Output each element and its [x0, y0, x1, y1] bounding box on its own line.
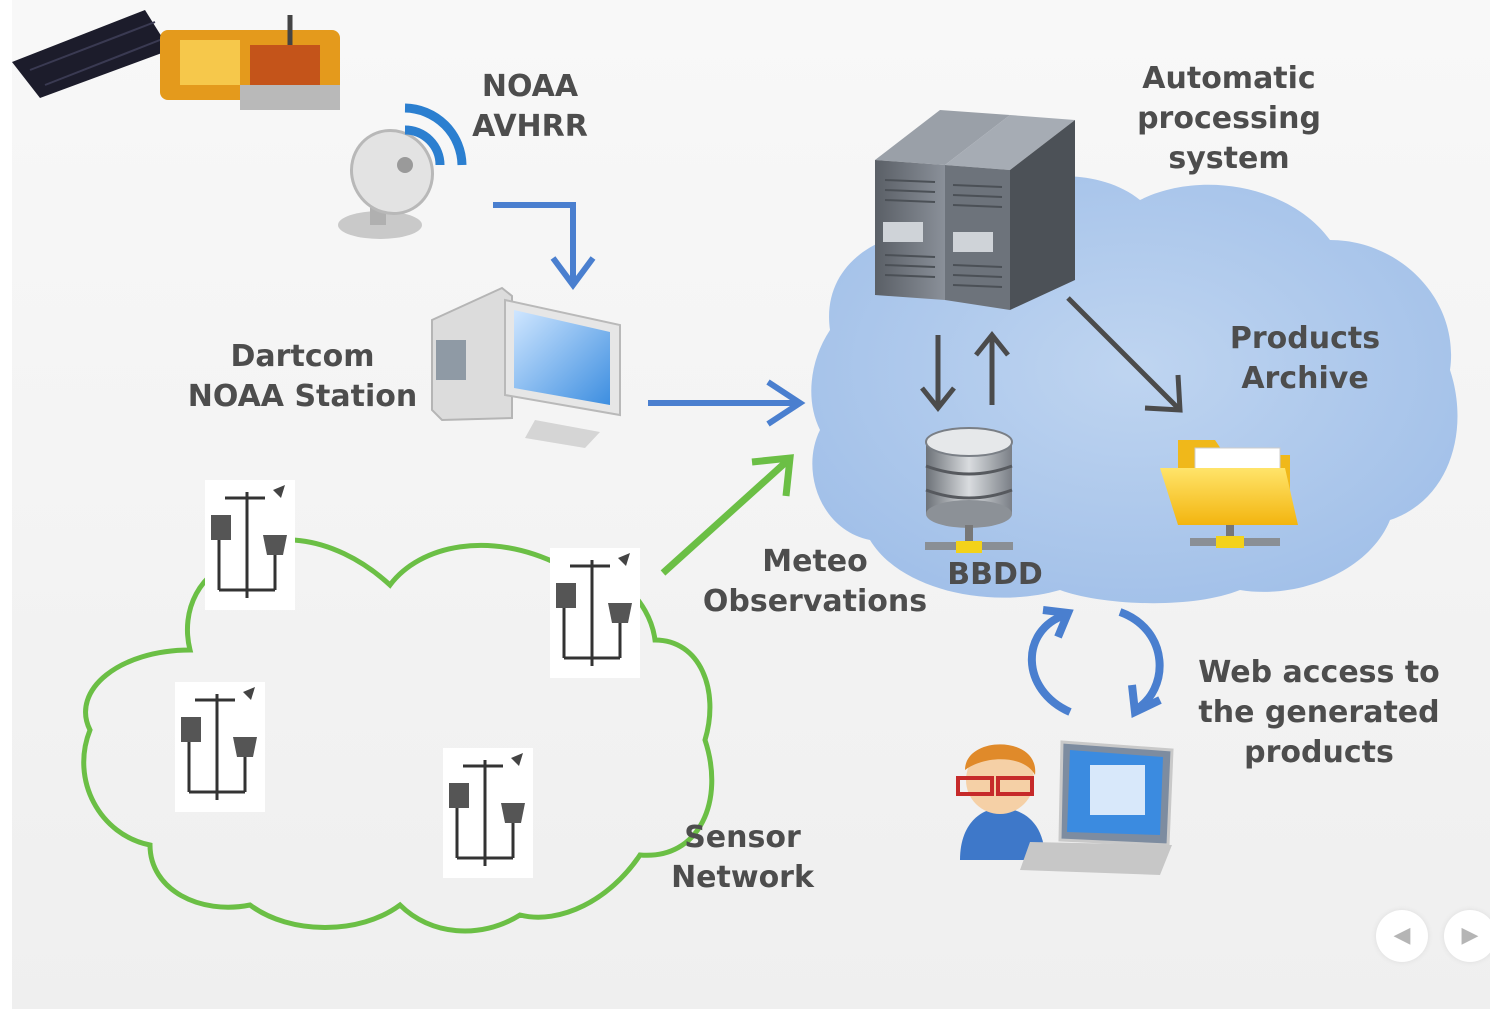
web-access-label-line-2: the generated: [1198, 695, 1440, 730]
meteo-label-line-2: Observations: [702, 584, 928, 619]
processing-label-line-2: processing: [1137, 101, 1321, 136]
arrow-dish-to-station: [493, 202, 596, 291]
sensor-network-label: Sensor Network: [660, 818, 825, 898]
web-access-label-line-1: Web access to: [1198, 655, 1440, 690]
processing-label: Automatic processing system: [1120, 59, 1338, 179]
archive-label-line-2: Archive: [1241, 361, 1369, 396]
noaa-avhrr-label: NOAA AVHRR: [455, 67, 605, 147]
bbdd-label: BBDD: [947, 557, 1043, 592]
database-icon: [925, 427, 1013, 553]
sensor-label-line-2: Network: [671, 860, 814, 895]
meteo-label-line-1: Meteo: [762, 544, 868, 579]
arrow-server-to-archive: [1066, 296, 1183, 413]
noaa-label-line-1: NOAA: [481, 69, 579, 104]
weather-station-icon: [205, 480, 295, 610]
chevron-right-icon: ▶: [1461, 923, 1479, 948]
arrows-server-database: [920, 330, 1010, 413]
sensor-network-cloud: [81, 537, 715, 934]
meteo-label: Meteo Observations: [695, 542, 935, 622]
folder-icon: [1160, 440, 1298, 548]
prev-button[interactable]: ◀: [1376, 910, 1428, 962]
weather-station-icon: [550, 548, 640, 678]
station-label: Dartcom NOAA Station: [180, 337, 425, 417]
server-icon: [875, 110, 1075, 310]
arrow-station-to-cloud: [648, 379, 806, 427]
weather-station-icon: [175, 682, 265, 812]
archive-label: Products Archive: [1220, 319, 1390, 399]
processing-label-line-1: Automatic: [1142, 61, 1316, 96]
sensor-label-line-1: Sensor: [684, 820, 801, 855]
satellite-dish-icon: [338, 103, 467, 239]
web-access-label-line-3: products: [1244, 735, 1394, 770]
station-label-line-2: NOAA Station: [187, 379, 418, 414]
next-button[interactable]: ▶: [1444, 910, 1490, 962]
weather-station-icon: [443, 748, 533, 878]
web-access-arrows: [1027, 606, 1164, 719]
processing-label-line-3: system: [1168, 141, 1290, 176]
user-laptop-icon: [956, 740, 1174, 875]
noaa-label-line-2: AVHRR: [472, 109, 588, 144]
archive-label-line-1: Products: [1229, 321, 1381, 356]
satellite-icon: [12, 10, 340, 110]
station-label-line-1: Dartcom: [230, 339, 375, 374]
chevron-left-icon: ◀: [1393, 923, 1411, 948]
arrow-sensors-to-cloud: [660, 454, 794, 576]
computer-icon: [431, 286, 621, 448]
web-access-label: Web access to the generated products: [1190, 653, 1448, 773]
